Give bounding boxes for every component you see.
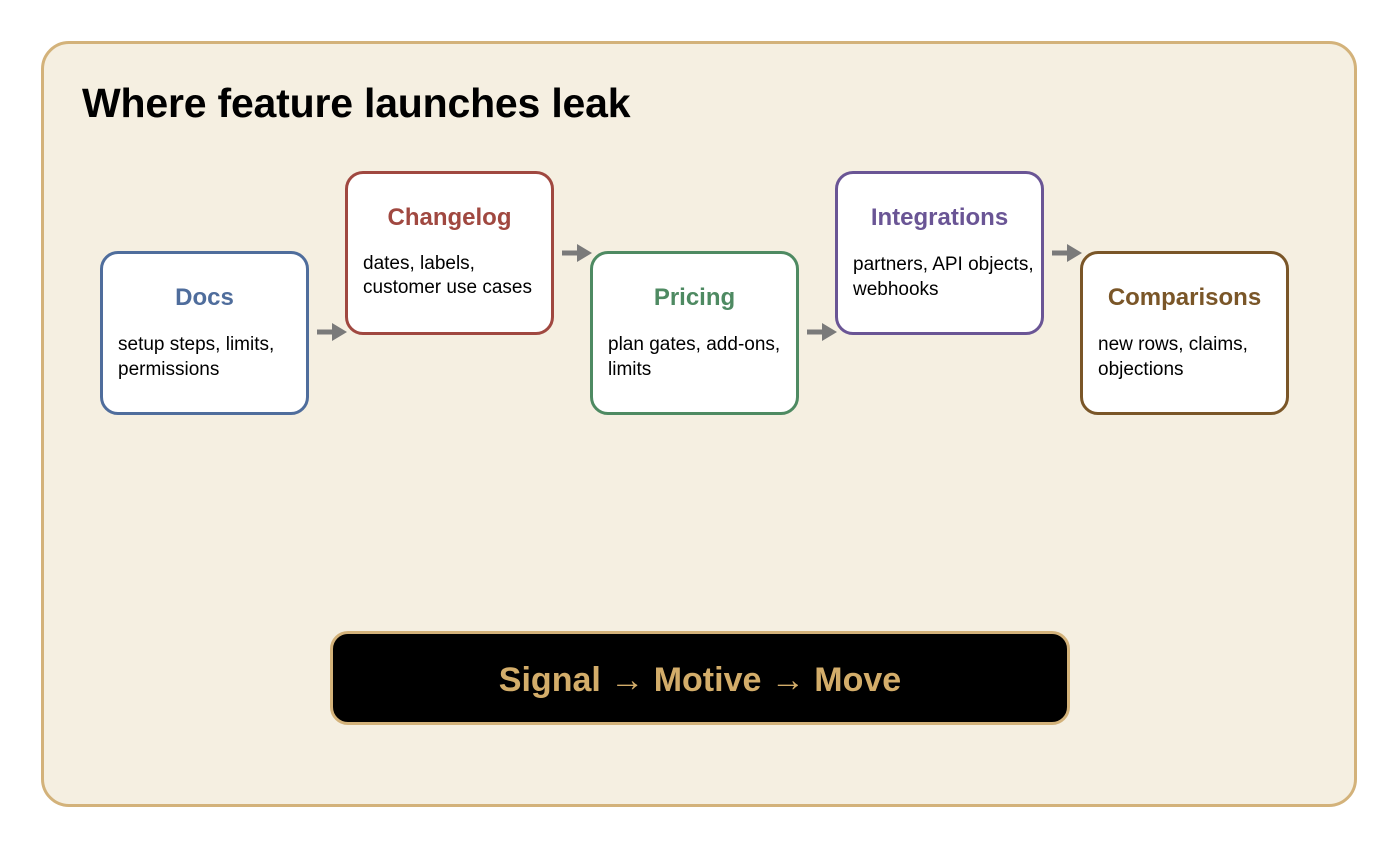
diagram-title: Where feature launches leak	[82, 80, 631, 126]
edge-head	[822, 323, 837, 341]
edge-head	[1067, 244, 1082, 262]
node-changelog: Changelog dates, labels, customer use ca…	[345, 171, 554, 335]
banner-text: Signal → Motive → Move	[498, 661, 902, 699]
node-comparisons: Comparisons new rows, claims, objections	[1080, 251, 1289, 415]
node-docs: Docs setup steps, limits, permissions	[100, 251, 309, 415]
edge-pricing-integrations-arrow	[807, 323, 837, 341]
node-integrations-title: Integrations	[870, 204, 1009, 231]
edge-docs-changelog-arrow	[317, 323, 347, 341]
node-docs-title: Docs	[175, 284, 234, 311]
node-docs-body: setup steps, limits, permissions	[118, 334, 275, 380]
node-pricing-body: plan gates, add-ons, limits	[608, 334, 781, 380]
edge-integrations-comparisons-arrow	[1052, 244, 1082, 262]
edge-changelog-pricing-arrow	[562, 244, 592, 262]
node-changelog-title: Changelog	[387, 204, 512, 231]
node-changelog-body: dates, labels, customer use cases	[363, 253, 532, 298]
edge-head	[577, 244, 592, 262]
node-pricing-title: Pricing	[653, 284, 736, 311]
node-integrations: Integrations partners, API objects, webh…	[835, 171, 1044, 335]
edge-head	[332, 323, 347, 341]
node-integrations-body: partners, API objects, webhooks	[853, 254, 1034, 300]
signal-motive-move-banner: Signal → Motive → Move	[330, 631, 1070, 725]
node-comparisons-body: new rows, claims, objections	[1098, 334, 1248, 380]
node-comparisons-title: Comparisons	[1107, 284, 1262, 311]
node-pricing: Pricing plan gates, add-ons, limits	[590, 251, 799, 415]
